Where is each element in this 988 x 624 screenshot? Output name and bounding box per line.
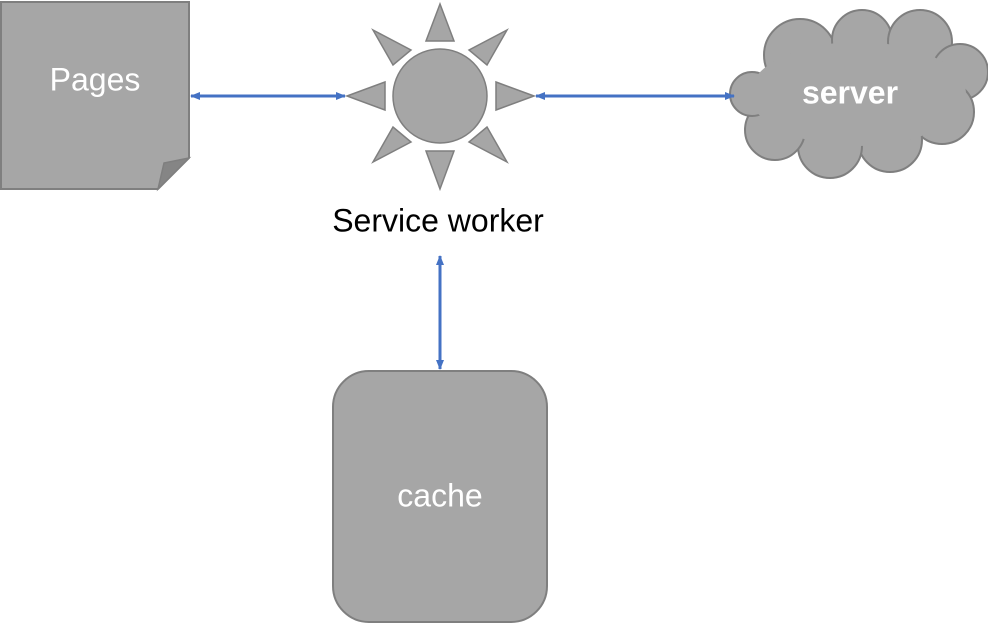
sun-ray-left <box>344 80 386 112</box>
service-worker-node: Service worker <box>332 1 544 238</box>
sun-ray-top-right <box>467 28 509 67</box>
pages-node: Pages <box>0 1 192 192</box>
sun-ray-top-left <box>371 28 413 67</box>
sun-ray-top <box>424 1 456 42</box>
pages-label: Pages <box>50 61 141 97</box>
cloud-icon <box>729 9 988 179</box>
sun-icon <box>344 1 537 192</box>
cache-shape <box>332 370 548 623</box>
sun-core <box>392 48 488 144</box>
sun-ray-bottom <box>424 150 456 192</box>
cloud-body <box>750 42 966 146</box>
server-label: server <box>802 74 898 110</box>
service-worker-label: Service worker <box>332 202 544 238</box>
sun-ray-bottom-left <box>371 125 413 164</box>
sun-ray-right <box>495 80 537 112</box>
server-node: server <box>729 9 988 179</box>
sun-ray-bottom-right <box>467 125 509 164</box>
cache-label: cache <box>397 477 482 513</box>
cache-node: cache <box>332 370 548 623</box>
pages-folded-corner <box>156 156 192 192</box>
